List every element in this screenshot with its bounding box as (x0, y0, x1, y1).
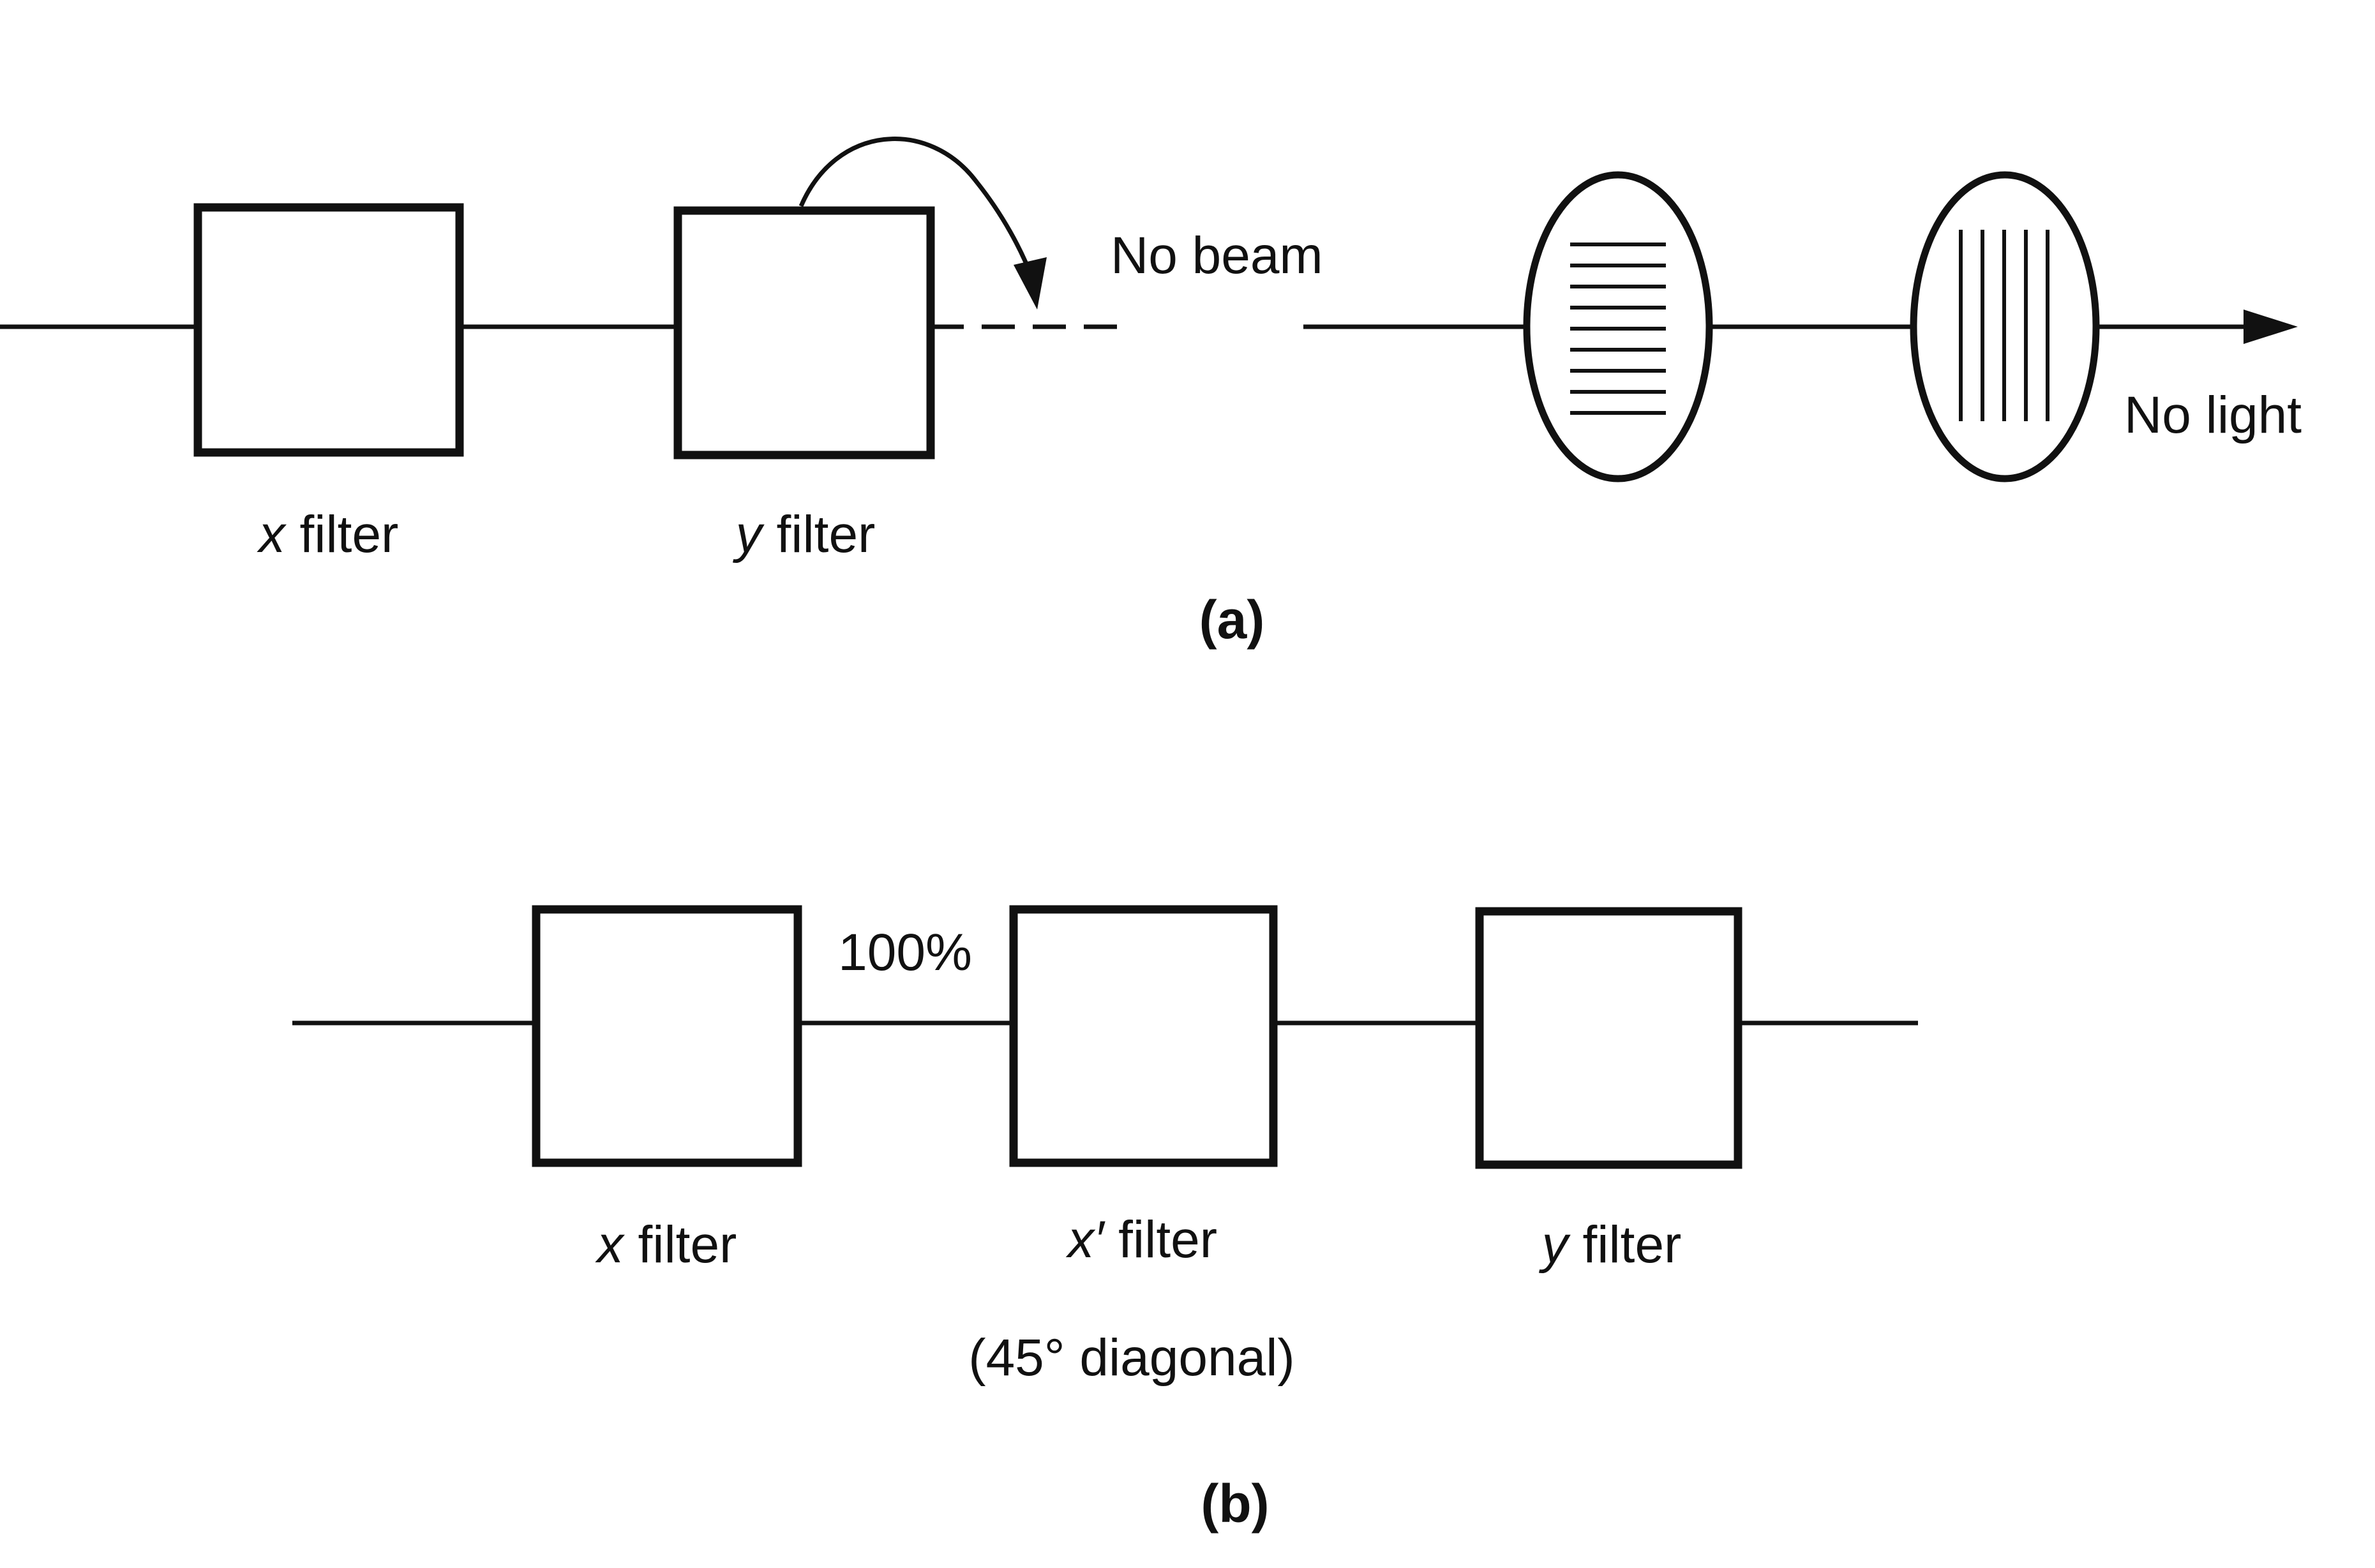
xprime-diagonal-note: (45° diagonal) (968, 1329, 1294, 1387)
horizontal-polarizer (1523, 171, 1713, 482)
b-xprime-filter-box (1009, 905, 1278, 1167)
y-filter-label-word: filter (776, 505, 875, 564)
output-arrowhead (2244, 310, 2298, 344)
x-filter-box (193, 203, 464, 457)
no-light-label: No light (2124, 386, 2302, 444)
x-filter-label-var: x (257, 505, 287, 564)
y-filter-label: y filter (733, 505, 876, 564)
intensity-label: 100% (838, 923, 972, 982)
y-filter-label-var: y (733, 505, 765, 564)
b-xprime-filter-label-var: x′ (1065, 1211, 1105, 1269)
deflection-arrow (798, 137, 1035, 281)
vertical-polarizer-lines (1959, 230, 2049, 421)
panel-a: No beam No light x filter y filter (a) (0, 137, 2302, 650)
b-y-filter-label-word: filter (1582, 1216, 1681, 1274)
b-y-filter-label-var: y (1539, 1216, 1571, 1274)
horizontal-polarizer-lines (1570, 243, 1666, 415)
x-filter-label-word: filter (299, 505, 398, 564)
b-xprime-filter-label: x′ filter (1065, 1211, 1217, 1269)
no-beam-label: No beam (1111, 227, 1323, 285)
b-x-filter-label: x filter (595, 1216, 737, 1274)
deflection-arrowhead (1014, 257, 1047, 310)
b-x-filter-label-var: x (595, 1216, 626, 1274)
b-y-filter-box (1475, 907, 1742, 1169)
panel-b: 100% x filter x′ filter y filter (45° di… (292, 905, 1918, 1534)
panel-a-label: (a) (1199, 590, 1265, 650)
y-filter-box (673, 206, 935, 459)
x-filter-label: x filter (257, 505, 399, 564)
b-x-filter-box (532, 905, 802, 1167)
vertical-polarizer (1910, 171, 2100, 482)
panel-b-label: (b) (1201, 1474, 1269, 1534)
b-xprime-filter-label-word: filter (1118, 1211, 1217, 1269)
b-y-filter-label: y filter (1539, 1216, 1682, 1274)
b-x-filter-label-word: filter (638, 1216, 737, 1274)
